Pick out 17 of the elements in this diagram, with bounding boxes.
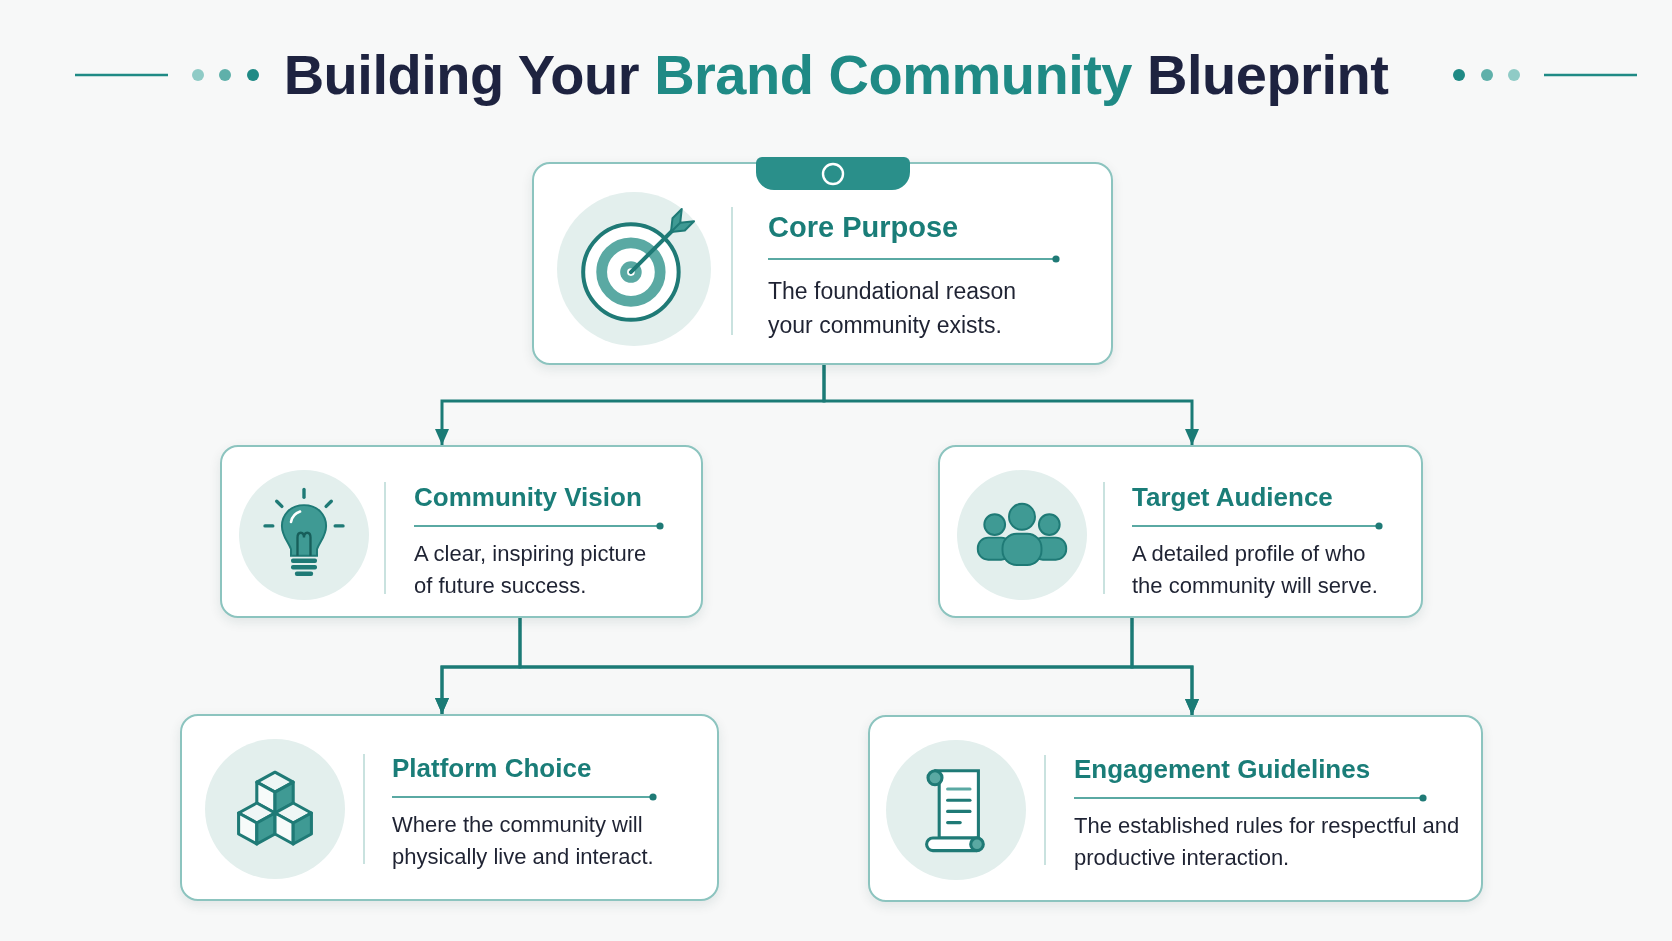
card-title: Target Audience (1132, 481, 1333, 513)
connector-arrow (822, 365, 1199, 445)
card-title: Core Purpose (768, 210, 959, 245)
card-description: The established rules for respectful and productive interaction. (1074, 812, 1461, 872)
card-title: Engagement Guidelines (1074, 753, 1371, 785)
info-card (938, 445, 1423, 618)
info-card (868, 715, 1483, 902)
card-description: The foundational reason your community exists. (768, 277, 1018, 340)
card-title: Platform Choice (392, 752, 592, 784)
card-description: A detailed profile of who the community will serve. (1132, 540, 1379, 600)
connector-arrow (1130, 618, 1199, 715)
card-title: Community Vision (414, 481, 642, 513)
info-card (180, 714, 719, 901)
card-description: Where the community will physically live and interact. (392, 811, 655, 871)
title: Building Your Brand Community Blueprint (283, 42, 1389, 108)
card-description: A clear, inspiring picture of future success. (414, 540, 648, 600)
info-card (220, 445, 703, 618)
